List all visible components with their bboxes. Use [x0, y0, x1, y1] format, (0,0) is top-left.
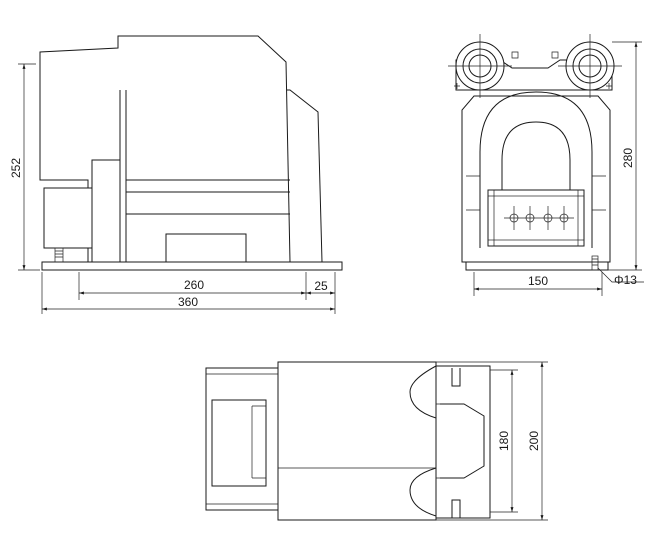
front-ground-bolt — [54, 247, 64, 263]
front-span-dimension: 260 — [184, 278, 204, 292]
side-hole-diameter: Φ13 — [614, 273, 637, 287]
top-left-housing — [205, 367, 279, 511]
side-ground-bolt — [591, 255, 599, 271]
front-offset-dimension: 25 — [314, 279, 328, 293]
front-column — [119, 90, 127, 262]
top-lower-bushing — [409, 467, 437, 517]
top-left-recess — [211, 399, 267, 487]
front-height-dimension: 252 — [9, 158, 23, 178]
top-outer-dimension: 200 — [527, 431, 541, 451]
front-base-plate — [41, 261, 343, 271]
side-height-dimension: 280 — [621, 148, 635, 168]
side-arch-outer — [479, 91, 593, 248]
top-inner-dimension: 180 — [497, 431, 511, 451]
side-right-bushing — [558, 34, 622, 98]
side-base — [465, 261, 609, 271]
side-left-bushing — [448, 34, 512, 98]
side-width-dimension: 150 — [528, 274, 548, 288]
front-view: 252 260 25 360 — [9, 35, 343, 314]
front-lower-box — [165, 233, 247, 263]
front-terminal-block — [43, 187, 93, 249]
side-view: 280 150 Φ13 — [448, 34, 644, 296]
top-upper-bushing — [409, 365, 437, 419]
side-terminal-studs — [504, 206, 574, 230]
front-length-dimension: 360 — [178, 295, 198, 309]
top-right-block — [435, 365, 491, 519]
front-bands — [126, 179, 290, 215]
side-arch-inner — [501, 121, 571, 190]
top-view: 180 200 — [205, 361, 548, 521]
